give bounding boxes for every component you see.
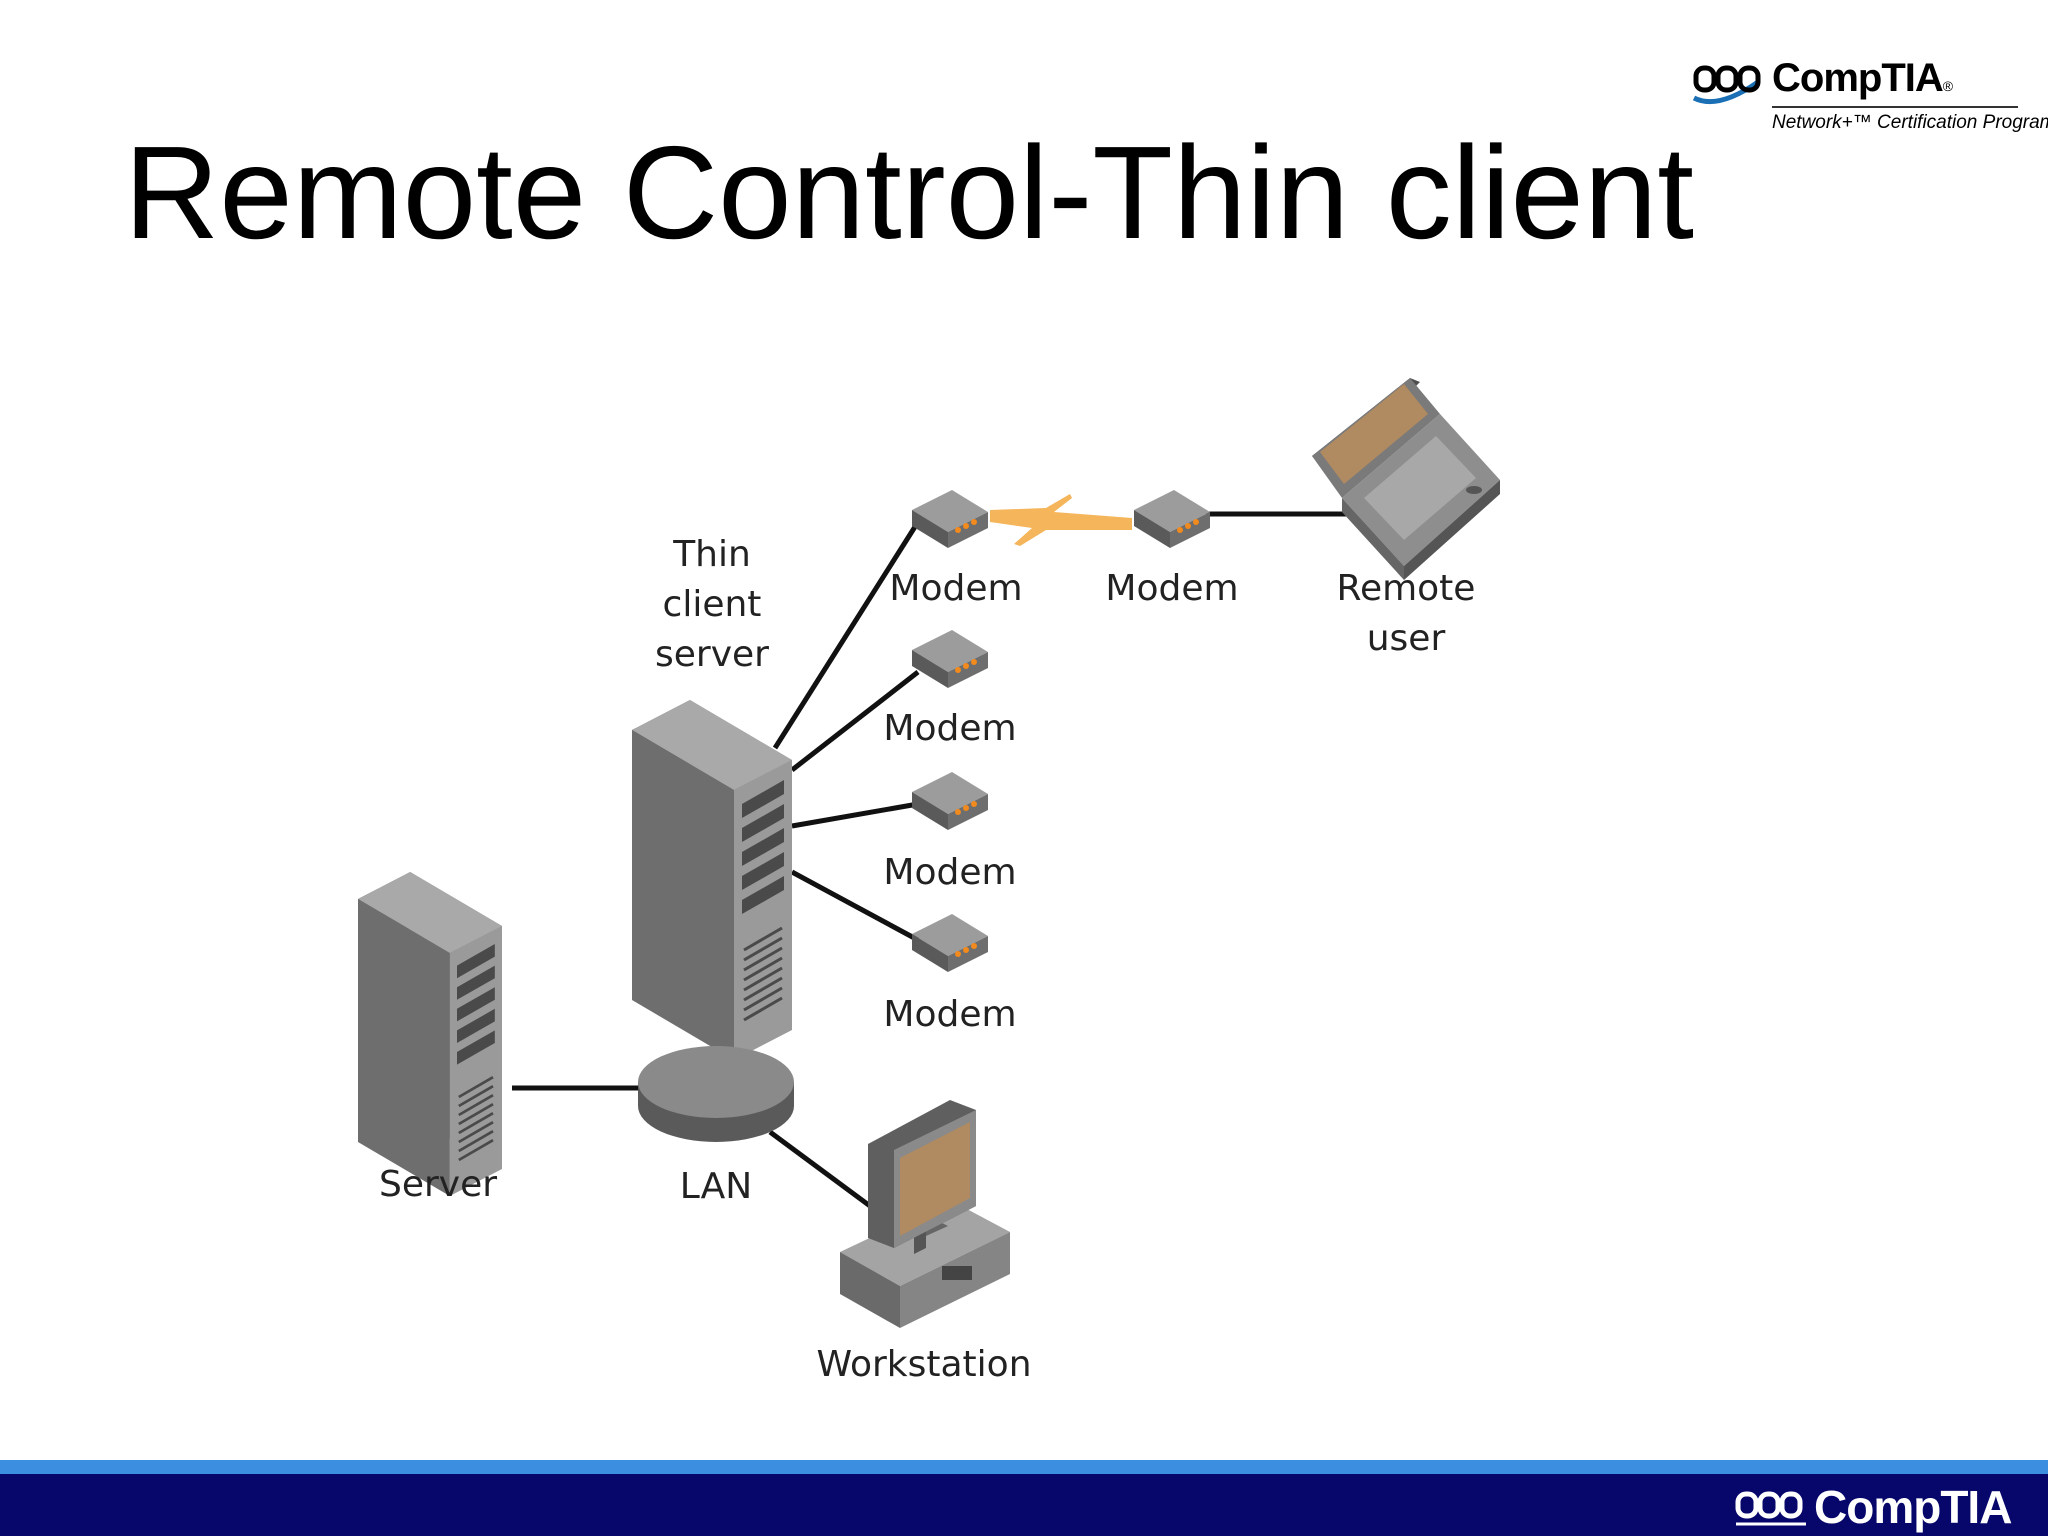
footer-accent-bar — [0, 1460, 2048, 1474]
label-modem-remote: Modem — [1105, 568, 1238, 609]
dialup-link — [990, 494, 1132, 546]
svg-text:user: user — [1367, 618, 1446, 659]
footer-wordmark: CompTIA — [1814, 1481, 2012, 1533]
link-server-to-modem-3 — [791, 801, 919, 829]
modem-icon-remote — [1134, 490, 1210, 548]
workstation-icon — [840, 1100, 1010, 1328]
label-modem-1: Modem — [889, 568, 1022, 609]
modem-icon-2 — [912, 630, 988, 688]
label-workstation: Workstation — [816, 1344, 1031, 1385]
label-remote-user: Remote user — [1337, 568, 1476, 659]
label-thin-client-server: Thin client server — [655, 534, 769, 675]
server-icon — [356, 870, 504, 1198]
label-modem-4: Modem — [883, 994, 1016, 1035]
link-server-to-modem-1 — [772, 520, 921, 750]
link-server-to-modem-4 — [790, 869, 920, 943]
svg-text:server: server — [655, 634, 769, 675]
comptia-rings-icon — [1692, 65, 1761, 105]
link-lan-to-workstation — [768, 1129, 872, 1209]
link-server-to-modem-2 — [790, 670, 920, 772]
modem-icon-4 — [912, 914, 988, 972]
svg-text:Thin: Thin — [672, 534, 751, 575]
footer-comptia-logo: CompTIA — [1730, 1474, 2048, 1536]
lan-hub-icon — [638, 1046, 794, 1142]
comptia-logo: CompTIA® Network+™ Certification Program — [1688, 54, 2048, 140]
laptop-icon — [1312, 378, 1500, 580]
modem-icon-1 — [912, 490, 988, 548]
label-modem-2: Modem — [883, 708, 1016, 749]
svg-text:client: client — [663, 584, 762, 625]
thin-client-server-icon — [630, 698, 794, 1062]
label-server: Server — [379, 1164, 497, 1205]
footer-bar — [0, 1474, 2048, 1536]
logo-wordmark: CompTIA® — [1772, 56, 1953, 100]
logo-divider — [1772, 106, 2018, 108]
slide-title: Remote Control-Thin client — [124, 119, 1694, 266]
modem-icon-3 — [912, 772, 988, 830]
svg-text:Remote: Remote — [1337, 568, 1476, 609]
footer-rings-icon — [1735, 1491, 1806, 1526]
label-modem-3: Modem — [883, 852, 1016, 893]
logo-subtitle: Network+™ Certification Program — [1772, 112, 2048, 133]
label-lan: LAN — [680, 1166, 752, 1207]
